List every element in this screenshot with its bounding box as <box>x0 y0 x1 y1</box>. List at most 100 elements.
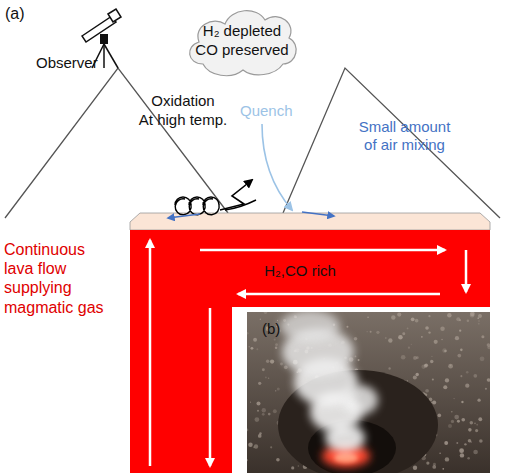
rock-speck <box>247 332 249 335</box>
rock-speck <box>456 317 460 321</box>
swirl-tail <box>225 200 256 210</box>
rock-speck <box>473 374 477 378</box>
rock-speck <box>478 320 479 321</box>
process-label: Small amount of air mixing <box>352 118 457 154</box>
rock-speck <box>273 409 277 413</box>
flow-arrow <box>200 249 445 252</box>
rock-speck <box>475 429 478 432</box>
rock-speck <box>266 360 269 363</box>
rock-speck <box>385 337 387 339</box>
rock-speck <box>459 319 461 321</box>
rock-speck <box>247 459 248 461</box>
telescope-lens <box>108 9 121 22</box>
rock-speck <box>256 348 258 350</box>
rock-speck <box>432 400 436 404</box>
rock-speck <box>442 348 446 352</box>
rock-speck <box>358 359 360 361</box>
rock-speck <box>459 448 464 453</box>
rock-speck <box>257 410 259 412</box>
rock-speck <box>247 429 248 432</box>
rock-speck <box>413 375 417 379</box>
rock-speck <box>264 312 267 314</box>
crater-photo <box>247 312 490 473</box>
rock-speck <box>401 355 406 360</box>
rock-speck <box>388 367 390 369</box>
rock-speck <box>478 323 480 325</box>
tripod-leg <box>103 44 105 68</box>
rock-speck <box>434 340 438 344</box>
rock-speck <box>432 379 434 381</box>
process-label: Oxidation <box>128 92 238 110</box>
rock-speck <box>460 349 463 352</box>
rock-speck <box>256 401 260 405</box>
rock-speck <box>424 363 428 367</box>
rock-speck <box>277 388 280 391</box>
rock-speck <box>441 339 442 340</box>
rock-speck <box>477 399 480 402</box>
rock-speck <box>431 356 432 357</box>
rock-speck <box>442 468 444 470</box>
rock-speck <box>262 368 265 371</box>
rock-speck <box>461 418 465 422</box>
rock-speck <box>461 401 463 403</box>
rock-speck <box>280 363 283 366</box>
rock-speck <box>448 364 453 369</box>
flow-arrow <box>209 308 212 466</box>
rock-speck <box>461 401 463 403</box>
rock-speck <box>467 320 470 323</box>
rock-speck <box>354 337 358 341</box>
process-label: Quench <box>240 102 310 120</box>
rock-speck <box>478 314 482 318</box>
swirl-symbol <box>175 197 219 215</box>
rock-speck <box>275 346 278 349</box>
rock-speck <box>468 428 472 432</box>
rock-speck <box>258 434 262 438</box>
rock-speck <box>468 439 471 442</box>
lava-label: Continuous lava flow supplying magmatic … <box>4 240 112 317</box>
rock-speck <box>464 443 466 445</box>
rock-speck <box>487 378 490 382</box>
rock-speck <box>428 331 430 333</box>
rock-speck <box>355 356 357 358</box>
rock-speck <box>454 415 459 420</box>
rock-speck <box>258 382 261 385</box>
rock-speck <box>470 421 474 425</box>
quench-arrow <box>262 124 292 210</box>
flow-arrow <box>149 240 152 466</box>
rock-speck <box>397 313 401 317</box>
rock-speck <box>367 316 369 318</box>
rock-speck <box>451 411 453 413</box>
cloud-shape <box>190 11 296 76</box>
gas-cloud: H₂ depleted CO preserved <box>183 2 301 80</box>
rock-speck <box>251 347 254 350</box>
rock-speck <box>443 385 447 389</box>
lava-glow <box>334 453 358 463</box>
rock-speck <box>415 319 419 323</box>
rock-speck <box>408 347 410 349</box>
rock-speck <box>481 335 484 338</box>
rock-speck <box>425 326 429 330</box>
rock-speck <box>473 450 478 455</box>
rock-speck <box>275 343 278 346</box>
rock-speck <box>457 420 460 423</box>
rock-speck <box>346 326 348 328</box>
rock-speck <box>487 343 490 347</box>
rock-speck <box>274 339 276 341</box>
rock-speck <box>391 315 395 319</box>
rock-speck <box>370 331 372 333</box>
rock-speck <box>407 328 409 330</box>
rock-speck <box>416 356 419 359</box>
rock-speck <box>284 366 288 370</box>
mountain-outline <box>283 68 500 218</box>
surface-layer <box>130 213 490 230</box>
process-label: At high temp. <box>128 111 238 129</box>
tripod-leg <box>104 44 118 68</box>
rock-speck <box>445 457 449 461</box>
rock-speck <box>457 354 461 358</box>
rock-speck <box>366 331 367 332</box>
rock-speck <box>265 377 267 379</box>
rock-speck <box>398 335 403 340</box>
rock-speck <box>430 360 433 363</box>
smoke-plume <box>280 312 340 342</box>
